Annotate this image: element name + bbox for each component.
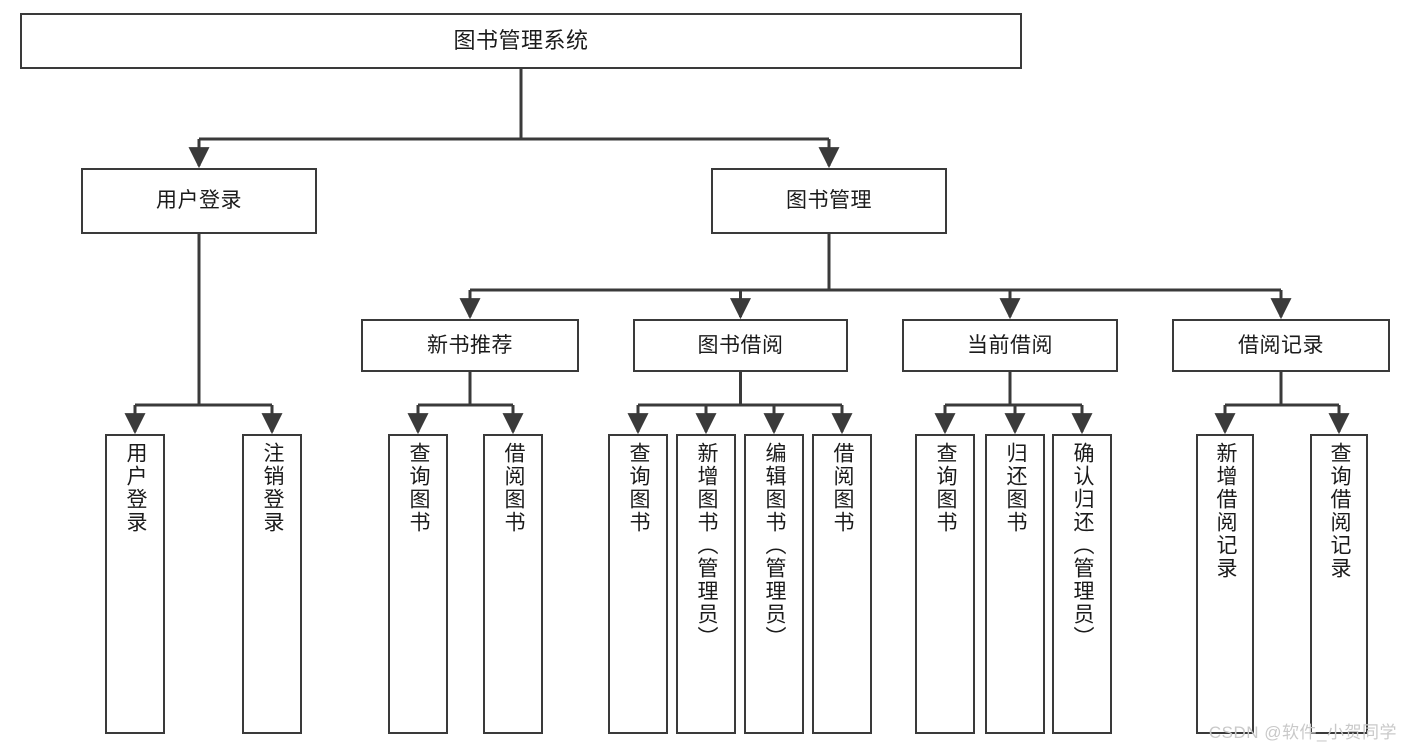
node-label: 确认归还（管理员）	[1071, 442, 1095, 649]
node-leaf-query-book-1[interactable]: 查询图书	[388, 434, 448, 734]
watermark-text: CSDN @软件_小贺同学	[1208, 723, 1397, 742]
node-label: 新增图书（管理员）	[695, 442, 719, 649]
node-label: 查询借阅记录	[1328, 442, 1352, 580]
node-newbook[interactable]: 新书推荐	[361, 319, 579, 372]
node-leaf-user-login[interactable]: 用户登录	[105, 434, 165, 734]
node-label: 注销登录	[261, 442, 285, 534]
node-leaf-query-book-3[interactable]: 查询图书	[915, 434, 975, 734]
node-current[interactable]: 当前借阅	[902, 319, 1118, 372]
node-leaf-borrow-book-1[interactable]: 借阅图书	[483, 434, 543, 734]
node-label: 借阅记录	[1238, 333, 1324, 357]
node-label: 查询图书	[934, 442, 958, 534]
node-label: 新书推荐	[427, 333, 513, 357]
node-label: 借阅图书	[502, 442, 526, 534]
node-leaf-return-book[interactable]: 归还图书	[985, 434, 1045, 734]
node-records[interactable]: 借阅记录	[1172, 319, 1390, 372]
node-borrow[interactable]: 图书借阅	[633, 319, 848, 372]
node-leaf-user-logout[interactable]: 注销登录	[242, 434, 302, 734]
node-leaf-confirm-return[interactable]: 确认归还（管理员）	[1052, 434, 1112, 734]
node-label: 图书管理系统	[453, 27, 589, 53]
node-leaf-query-book-2[interactable]: 查询图书	[608, 434, 668, 734]
node-label: 用户登录	[156, 189, 242, 213]
node-label: 新增借阅记录	[1214, 442, 1238, 580]
node-leaf-borrow-book-2[interactable]: 借阅图书	[812, 434, 872, 734]
node-label: 用户登录	[124, 442, 148, 534]
node-leaf-add-book[interactable]: 新增图书（管理员）	[676, 434, 736, 734]
node-label: 当前借阅	[967, 333, 1053, 357]
node-leaf-edit-book[interactable]: 编辑图书（管理员）	[744, 434, 804, 734]
node-root[interactable]: 图书管理系统	[20, 13, 1022, 69]
node-label: 编辑图书（管理员）	[763, 442, 787, 649]
node-login[interactable]: 用户登录	[81, 168, 317, 234]
node-label: 借阅图书	[831, 442, 855, 534]
node-label: 图书管理	[786, 189, 872, 213]
node-label: 查询图书	[407, 442, 431, 534]
node-leaf-query-record[interactable]: 查询借阅记录	[1310, 434, 1368, 734]
node-label: 图书借阅	[697, 333, 784, 357]
node-bookmgmt[interactable]: 图书管理	[711, 168, 947, 234]
node-label: 查询图书	[627, 442, 651, 534]
node-label: 归还图书	[1004, 442, 1028, 534]
node-leaf-add-record[interactable]: 新增借阅记录	[1196, 434, 1254, 734]
